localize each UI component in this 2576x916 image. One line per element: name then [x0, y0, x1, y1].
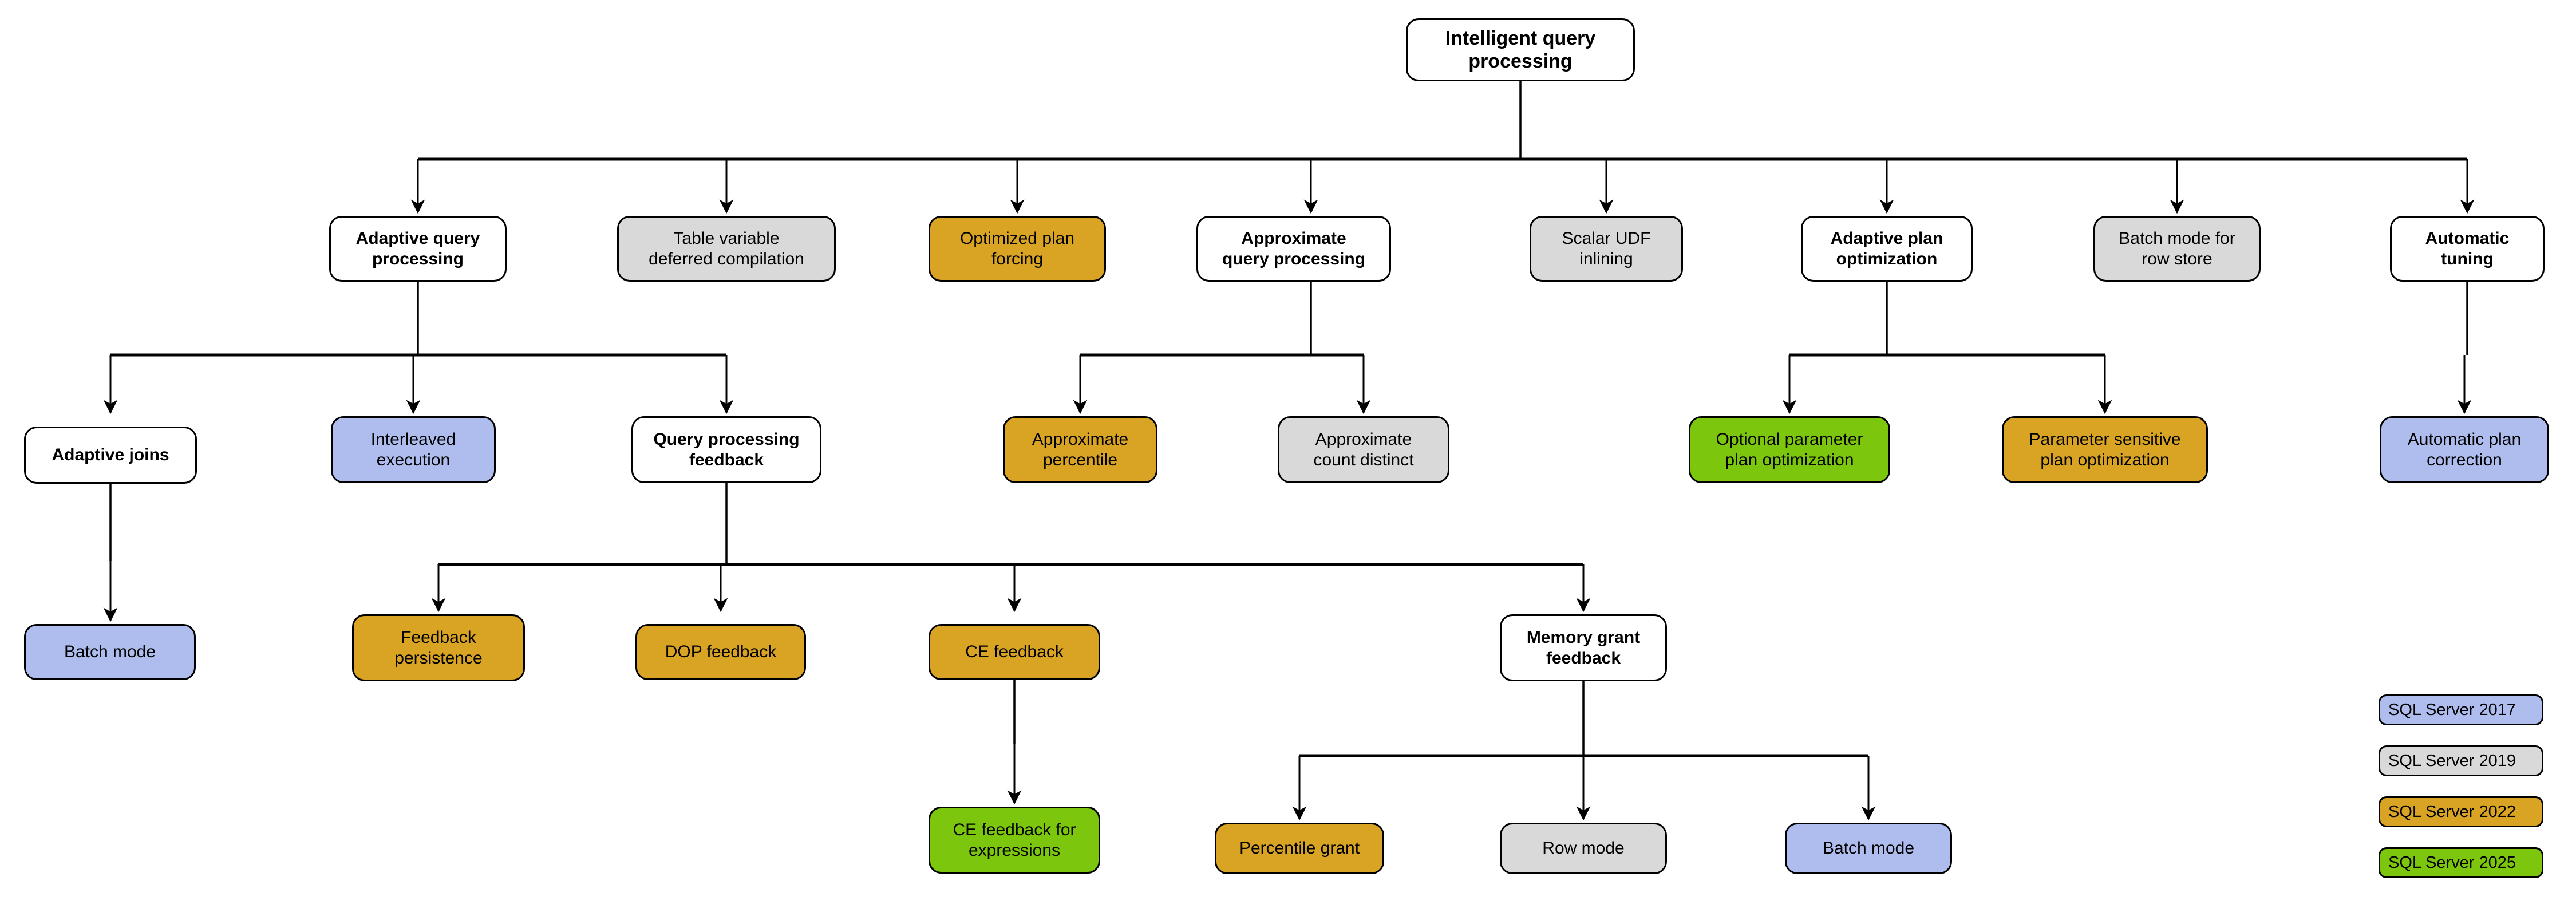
legend-label: SQL Server 2025: [2388, 853, 2516, 872]
node-label: Row mode: [1542, 839, 1625, 858]
node-cefb[interactable]: CE feedback: [929, 624, 1100, 680]
node-aqp[interactable]: Adaptive query processing: [329, 216, 507, 282]
legend-label: SQL Server 2019: [2388, 751, 2516, 770]
node-label: Adaptive query processing: [355, 229, 480, 269]
node-batchmode1[interactable]: Batch mode: [24, 624, 196, 680]
node-label: CE feedback: [965, 642, 1064, 662]
node-pspo[interactable]: Parameter sensitive plan optimization: [2002, 416, 2208, 483]
node-apqp[interactable]: Approximate query processing: [1196, 216, 1391, 282]
node-qpf[interactable]: Query processing feedback: [631, 416, 821, 483]
node-apc[interactable]: Automatic plan correction: [2380, 416, 2549, 483]
legend-item-sql-server-2019: SQL Server 2019: [2379, 745, 2543, 776]
legend-label: SQL Server 2017: [2388, 700, 2516, 719]
node-label: Approximate percentile: [1032, 430, 1129, 469]
node-label: Approximate query processing: [1222, 229, 1366, 269]
node-autotune[interactable]: Automatic tuning: [2390, 216, 2545, 282]
node-label: Optimized plan forcing: [959, 229, 1075, 269]
node-apo[interactable]: Adaptive plan optimization: [1801, 216, 1973, 282]
node-label: Approximate count distinct: [1313, 430, 1414, 469]
node-label: Batch mode for row store: [2119, 229, 2235, 269]
node-rowmode[interactable]: Row mode: [1500, 823, 1667, 874]
legend-item-sql-server-2017: SQL Server 2017: [2379, 694, 2543, 725]
node-label: CE feedback for expressions: [953, 820, 1076, 860]
node-label: Adaptive joins: [52, 445, 169, 465]
node-batchmode2[interactable]: Batch mode: [1785, 823, 1952, 874]
node-label: Interleaved execution: [370, 430, 456, 469]
node-label: Intelligent query processing: [1445, 27, 1596, 72]
node-label: Table variable deferred compilation: [649, 229, 804, 269]
node-label: Memory grant feedback: [1526, 628, 1641, 668]
node-label: Parameter sensitive plan optimization: [2029, 430, 2181, 469]
node-label: Adaptive plan optimization: [1830, 229, 1943, 269]
node-opf[interactable]: Optimized plan forcing: [929, 216, 1106, 282]
node-bmrs[interactable]: Batch mode for row store: [2093, 216, 2261, 282]
legend-label: SQL Server 2022: [2388, 802, 2516, 821]
node-dopfb[interactable]: DOP feedback: [635, 624, 806, 680]
node-label: Query processing feedback: [653, 430, 800, 469]
node-interleaved[interactable]: Interleaved execution: [331, 416, 496, 483]
node-label: Optional parameter plan optimization: [1716, 430, 1863, 469]
node-label: Batch mode: [1822, 839, 1915, 858]
node-label: Batch mode: [64, 642, 156, 662]
node-apctile[interactable]: Approximate percentile: [1003, 416, 1157, 483]
node-pctilegrant[interactable]: Percentile grant: [1215, 823, 1384, 874]
node-label: DOP feedback: [665, 642, 777, 662]
node-label: Feedback persistence: [394, 628, 483, 668]
node-oppo[interactable]: Optional parameter plan optimization: [1689, 416, 1890, 483]
node-label: Percentile grant: [1239, 839, 1360, 858]
node-label: Automatic plan correction: [2407, 430, 2522, 469]
node-sudf[interactable]: Scalar UDF inlining: [1530, 216, 1683, 282]
node-tvdc[interactable]: Table variable deferred compilation: [617, 216, 836, 282]
node-cefbexpr[interactable]: CE feedback for expressions: [929, 807, 1100, 874]
legend-item-sql-server-2022: SQL Server 2022: [2379, 796, 2543, 827]
node-mgfb[interactable]: Memory grant feedback: [1500, 614, 1667, 681]
legend-item-sql-server-2025: SQL Server 2025: [2379, 847, 2543, 878]
node-acdistinct[interactable]: Approximate count distinct: [1278, 416, 1449, 483]
node-fbpersist[interactable]: Feedback persistence: [352, 614, 525, 681]
node-adaptjoins[interactable]: Adaptive joins: [24, 427, 197, 484]
node-label: Scalar UDF inlining: [1562, 229, 1651, 269]
node-label: Automatic tuning: [2425, 229, 2510, 269]
node-root[interactable]: Intelligent query processing: [1406, 18, 1635, 81]
